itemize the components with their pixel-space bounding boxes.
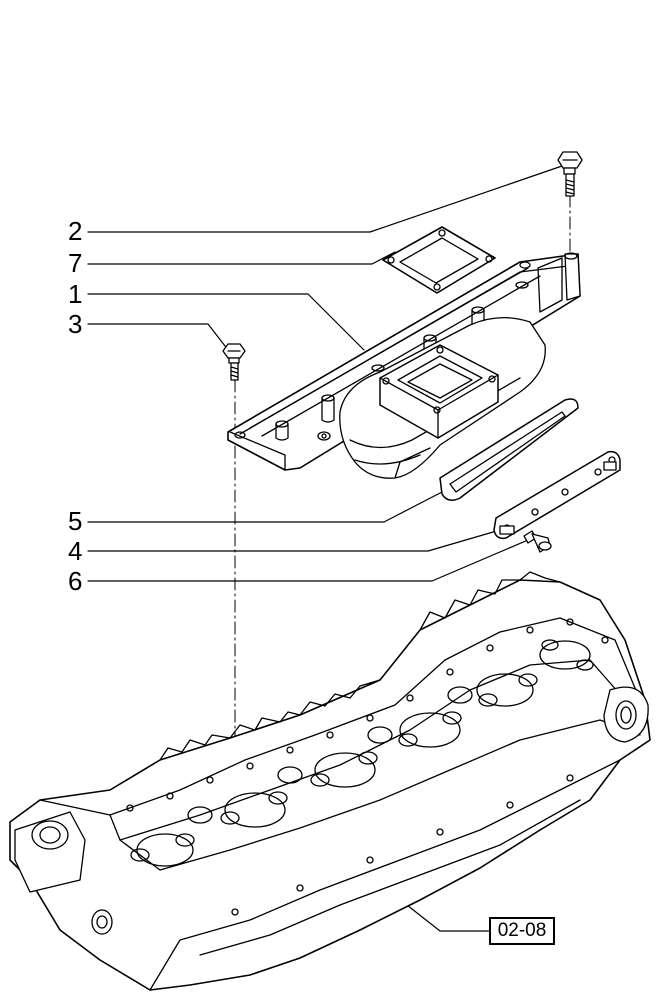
callout-label-6[interactable]: 6 (68, 566, 83, 596)
reference-figure-box[interactable]: 02-08 (489, 917, 555, 945)
plate-4 (493, 450, 621, 540)
leader-line-ref (397, 897, 490, 932)
gasket-7 (382, 226, 496, 294)
leader-line-1 (87, 293, 365, 351)
screw-6 (523, 530, 552, 553)
cylinder-bays (136, 640, 591, 867)
callout-label-3[interactable]: 3 (68, 309, 83, 339)
callout-label-2[interactable]: 2 (68, 216, 83, 246)
leader-line-6 (87, 539, 529, 582)
leader-line-2 (87, 165, 563, 233)
leader-line-5 (87, 491, 443, 523)
head-bosses (130, 639, 594, 862)
leader-lines (87, 165, 563, 932)
bolt-3 (222, 343, 246, 381)
callout-label-4[interactable]: 4 (68, 536, 83, 566)
rim-bolt-holes (126, 618, 609, 916)
leader-line-4 (87, 529, 501, 552)
callout-label-5[interactable]: 5 (68, 506, 83, 536)
callout-label-1[interactable]: 1 (68, 279, 83, 309)
callout-label-7[interactable]: 7 (68, 248, 83, 278)
gasket-5 (439, 398, 579, 501)
cylinder-head (9, 571, 651, 991)
leader-line-3 (87, 323, 233, 356)
bolt-2 (557, 151, 583, 197)
leader-line-7 (87, 251, 396, 265)
intake-manifold-1 (227, 252, 581, 479)
